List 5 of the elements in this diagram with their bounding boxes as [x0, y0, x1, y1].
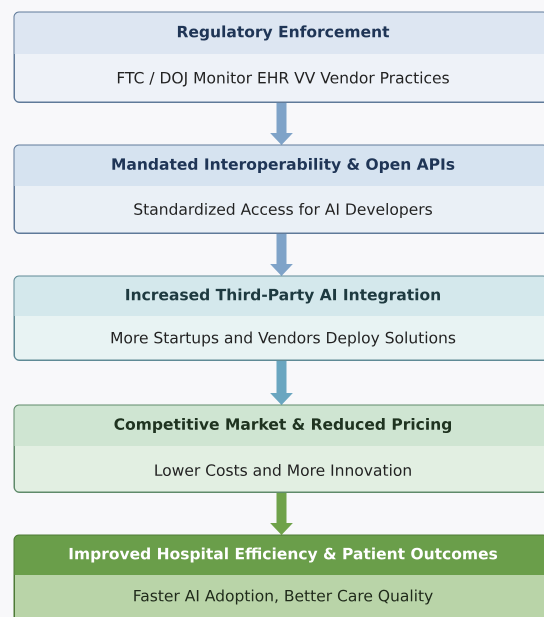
process-box: Mandated Interoperability & Open APIs Standardized Access for AI Developers [14, 144, 544, 234]
process-box: Competitive Market & Reduced Pricing Lower Costs and More Innovation [14, 404, 544, 493]
process-box: Increased Third-Party AI Integration More Startups and Vendors Deploy Solutions [14, 276, 544, 361]
process-box: Improved Hospital Efficiency & Patient Outcomes Faster AI Adoption, Better Care Quality [14, 534, 544, 617]
process-box: Regulatory Enforcement FTC / DOJ Monitor EHR VV Vendor Practices [14, 12, 544, 103]
